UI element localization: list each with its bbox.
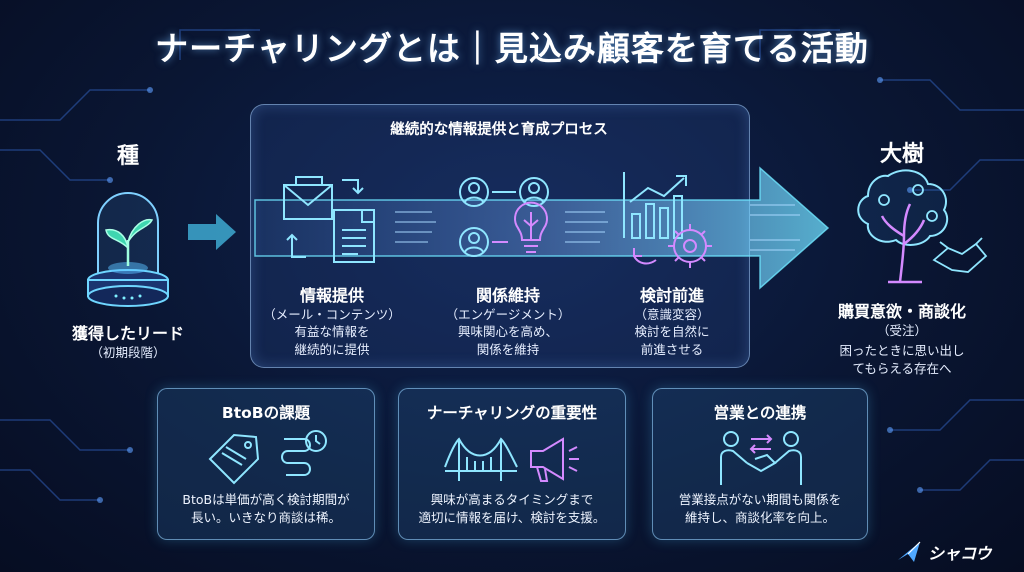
- tree-handshake-icon: [857, 169, 988, 284]
- process-panel-title: 継続的な情報提供と育成プロセス: [390, 122, 608, 138]
- card-nurturing-importance: ナーチャリングの重要性 興味が高まるタイミングまで適切に情報を届け、検討を支援。: [398, 388, 626, 540]
- step-1-desc: 有益な情報を継続的に提供: [294, 324, 370, 357]
- card-2-title: ナーチャリングの重要性: [426, 404, 598, 422]
- card-3-text: 営業接点がない期間も関係を維持し、商談化率を向上。: [678, 492, 842, 525]
- seed-sub: （初期段階）: [90, 345, 166, 360]
- card-btob-challenge: BtoBの課題 BtoBは単価が高く検討期間が長い。いきなり商談は稀。: [157, 388, 375, 540]
- step-3-desc: 検討を自然に前進させる: [634, 324, 710, 357]
- brand-logo-text: シャコウ: [928, 544, 992, 563]
- tree-title: 大樹: [879, 142, 924, 167]
- email-document-icon: [283, 176, 375, 263]
- card-3-title: 営業との連携: [713, 404, 807, 422]
- step-3-sub: （意識変容）: [634, 307, 710, 322]
- chart-gear-icon: [623, 172, 712, 268]
- step-2-label: 関係維持: [475, 286, 540, 305]
- card-1-text: BtoBは単価が高く検討期間が長い。いきなり商談は稀。: [182, 492, 350, 525]
- seed-label: 獲得したリード: [71, 324, 184, 343]
- page-title: ナーチャリングとは｜見込み顧客を育てる活動: [155, 29, 869, 68]
- step-3-label: 検討前進: [639, 286, 704, 305]
- brand-logo-icon: [898, 541, 921, 562]
- card-sales-collaboration: 営業との連携 営業接点がない期間も関係を維持し、商談化率を向上。: [652, 388, 868, 540]
- step-1-label: 情報提供: [299, 286, 364, 305]
- card-1-title: BtoBの課題: [221, 404, 311, 422]
- step-2-sub: （エンゲージメント）: [445, 307, 571, 322]
- card-2-text: 興味が高まるタイミングまで適切に情報を届け、検討を支援。: [418, 492, 606, 525]
- tree-sub: （受注）: [876, 323, 927, 338]
- step-1-sub: （メール・コンテンツ）: [263, 307, 401, 322]
- step-2-desc: 興味関心を高め、関係を維持: [457, 324, 558, 357]
- people-handshake-icon: [720, 431, 802, 485]
- tree-desc: 困ったときに思い出してもらえる存在へ: [839, 343, 965, 376]
- network-bulb-icon: [459, 177, 549, 257]
- price-tag-road-icon: [208, 430, 327, 485]
- seed-title: 種: [116, 144, 139, 169]
- seed-dome-icon: [87, 192, 169, 307]
- tree-label: 購買意欲・商談化: [837, 302, 966, 321]
- bridge-megaphone-icon: [444, 437, 579, 482]
